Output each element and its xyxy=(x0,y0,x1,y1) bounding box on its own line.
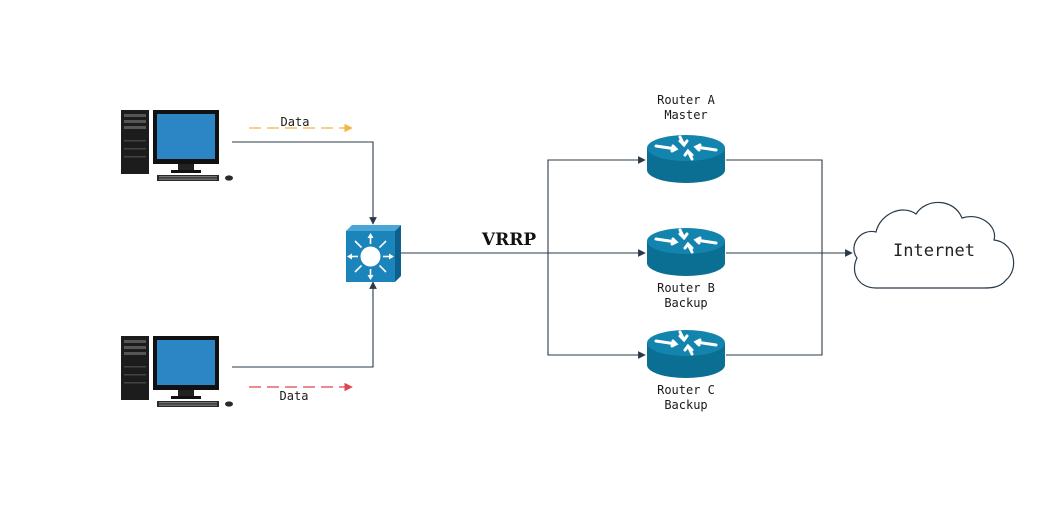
desktop-computer-icon xyxy=(121,336,233,407)
protocol-label: VRRP xyxy=(481,230,536,250)
internet-cloud: Internet xyxy=(853,201,1015,289)
router-name: Router B xyxy=(657,281,715,295)
data-flow-label: Data xyxy=(280,389,309,403)
link-host1-switch xyxy=(232,141,377,225)
cloud-icon xyxy=(853,201,1015,289)
desktop-computer-icon xyxy=(121,110,233,181)
router-b: Router B Backup xyxy=(645,226,727,310)
link-to-router-c xyxy=(547,253,646,359)
router-a: Router A Master xyxy=(645,93,727,185)
router-name: Router C xyxy=(657,383,715,397)
host-computer-2 xyxy=(121,336,233,407)
layer3-switch-icon xyxy=(346,225,401,282)
router-c: Router C Backup xyxy=(645,328,727,412)
internet-label: Internet xyxy=(893,241,975,261)
host-computer-1 xyxy=(121,110,233,181)
data-flow-top: Data xyxy=(249,115,353,133)
link-router-c-uplink xyxy=(726,253,823,356)
router-icon xyxy=(645,226,727,278)
data-flow-label: Data xyxy=(281,115,310,129)
link-host2-switch xyxy=(232,281,377,368)
router-role: Master xyxy=(664,108,707,122)
layer3-switch xyxy=(346,225,401,282)
router-icon xyxy=(645,328,727,380)
router-role: Backup xyxy=(664,296,707,310)
link-router-a-uplink xyxy=(726,159,823,253)
link-to-router-a xyxy=(547,156,646,253)
router-role: Backup xyxy=(664,398,707,412)
router-icon xyxy=(645,133,727,185)
data-flow-bottom: Data xyxy=(249,382,353,403)
router-name: Router A xyxy=(657,93,716,107)
